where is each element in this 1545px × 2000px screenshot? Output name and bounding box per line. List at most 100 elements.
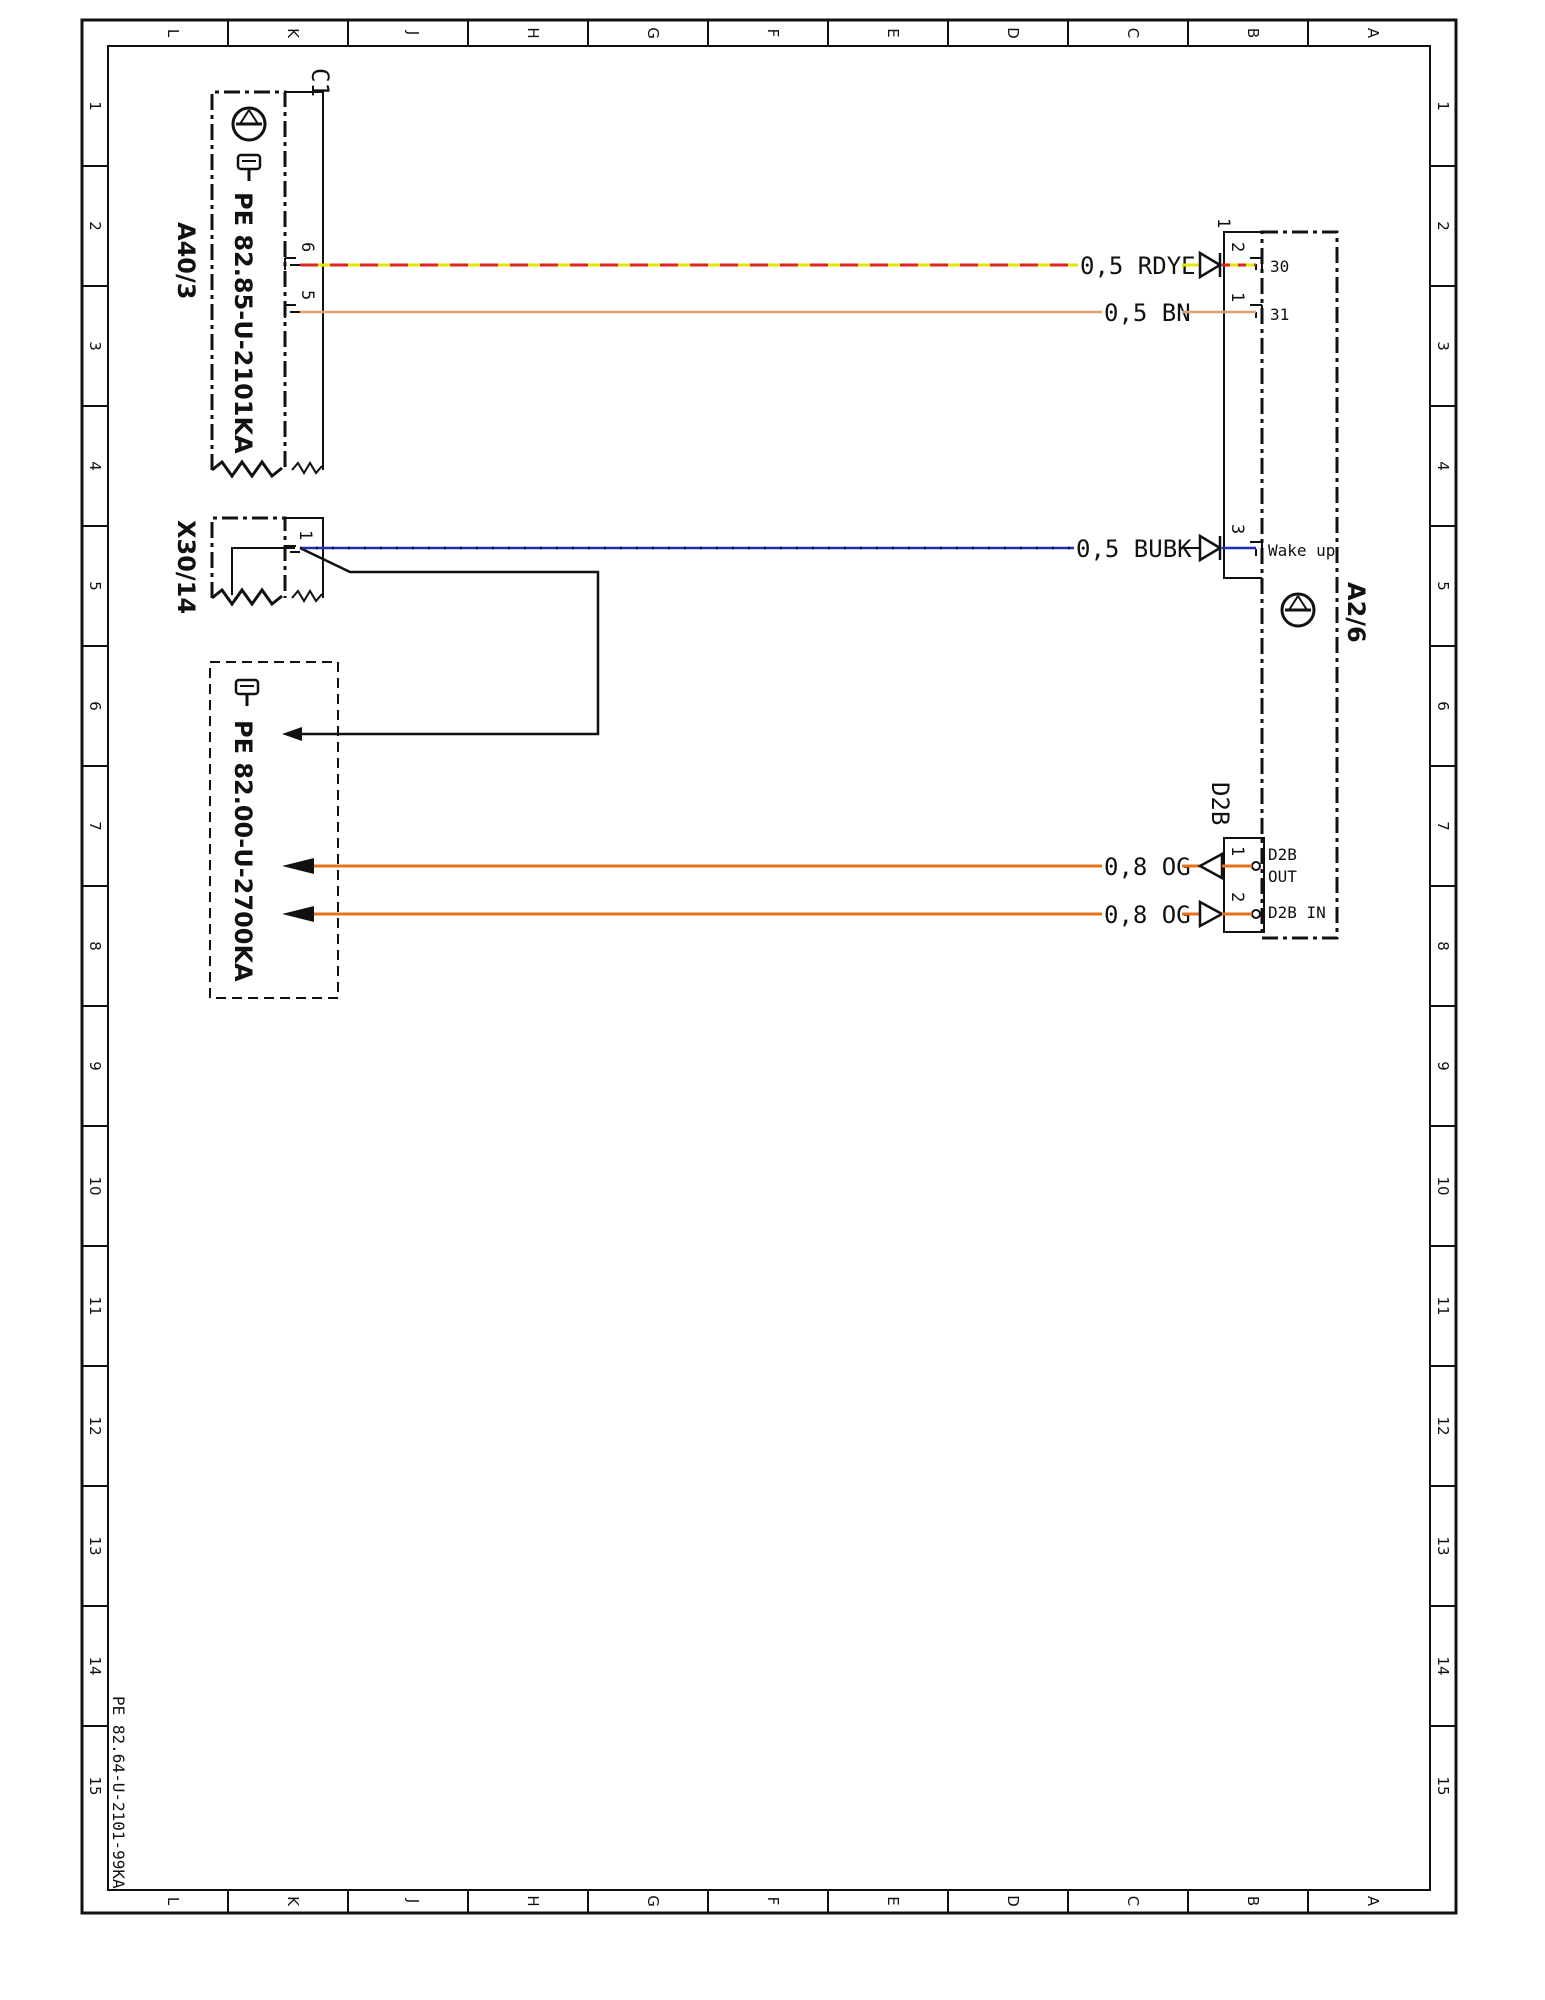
c1-connector-housing xyxy=(285,91,324,470)
wire-bubk-arrow xyxy=(1198,533,1223,563)
column-labels-bottom: L K J H G F E D C B A xyxy=(164,1895,1382,1907)
wire-bn: 0,5 BN xyxy=(300,299,1256,327)
x30-14-housing xyxy=(285,517,324,598)
row-label: 7 xyxy=(1434,821,1452,831)
wire-og-2-arrow xyxy=(1198,899,1225,929)
row-label: 3 xyxy=(1434,341,1452,351)
x30-14-pin-1: 1 xyxy=(295,530,315,540)
a2-6-pin-1: 1 xyxy=(1227,292,1247,302)
x30-14-id: X30/14 xyxy=(172,520,200,614)
row-label: 4 xyxy=(1434,461,1452,471)
transistor-icon xyxy=(1280,592,1316,628)
arrow-head xyxy=(282,858,314,874)
row-labels-left: 1 2 3 4 5 6 7 8 9 10 11 12 13 14 15 xyxy=(86,101,104,1795)
row-label: 8 xyxy=(86,941,104,951)
wire-bubk-label: 0,5 BUBK xyxy=(1076,535,1192,563)
a40-3-id: A40/3 xyxy=(172,222,200,299)
component-a2-6: 1 A2/6 2 30 1 31 3 Wake up D2B 1 D2B OUT… xyxy=(1206,218,1370,940)
x30-14-housing-break xyxy=(291,589,323,603)
row-label: 11 xyxy=(1434,1296,1452,1315)
col-label: C xyxy=(1124,28,1142,38)
row-label: 12 xyxy=(86,1416,104,1435)
wire-og-1: 0,8 OG xyxy=(282,851,1252,881)
row-label: 7 xyxy=(86,821,104,831)
row-labels-right: 1 2 3 4 5 6 7 8 9 10 11 12 13 14 15 xyxy=(1434,101,1452,1795)
col-label: H xyxy=(524,27,542,38)
column-labels-top: L K J H G F E D C B A xyxy=(164,27,1382,39)
d2b-pin-2: 2 xyxy=(1227,892,1247,902)
outer-frame xyxy=(80,18,1458,1915)
document-number: PE 82.64-U-2101-99KA xyxy=(109,1696,128,1889)
row-label: 12 xyxy=(1434,1416,1452,1435)
col-label: H xyxy=(524,1895,542,1906)
d2b-pin-1-socket xyxy=(1251,861,1261,871)
col-label: D xyxy=(1004,1895,1022,1907)
a2-6-id: A2/6 xyxy=(1342,582,1370,643)
col-label: F xyxy=(764,1897,782,1906)
arrow-head xyxy=(282,906,314,922)
col-label: K xyxy=(284,28,302,39)
transistor-icon xyxy=(231,106,267,142)
a2-6-pin-3-label: Wake up xyxy=(1268,541,1335,560)
inner-frame xyxy=(107,45,1431,1891)
col-label: B xyxy=(1244,28,1262,38)
col-label: L xyxy=(164,29,182,38)
row-label: 5 xyxy=(1434,581,1452,591)
row-label: 15 xyxy=(86,1776,104,1795)
row-label: 9 xyxy=(1434,1061,1452,1071)
col-label: J xyxy=(404,1898,422,1903)
x30-14-bridge xyxy=(231,547,295,595)
a40-3-pin-6: 6 xyxy=(297,242,317,252)
row-label: 14 xyxy=(1434,1656,1452,1675)
component-x30-14: 1 X30/14 xyxy=(172,516,324,614)
reference-box-ref: PE 82.00-U-2700KA xyxy=(229,720,257,982)
hand-pointer-icon xyxy=(236,153,262,181)
wire-og-2: 0,8 OG xyxy=(282,899,1252,929)
grid-ticks xyxy=(82,20,1456,1913)
row-label: 1 xyxy=(86,101,104,111)
col-label: G xyxy=(644,27,662,39)
row-label: 5 xyxy=(86,581,104,591)
col-label: L xyxy=(164,1897,182,1906)
pin-connector xyxy=(284,257,300,270)
wire-og-2-label: 0,8 OG xyxy=(1104,901,1191,929)
a40-3-break xyxy=(211,459,283,479)
row-label: 6 xyxy=(86,701,104,711)
a2-6-pin-2: 2 xyxy=(1227,242,1247,252)
col-label: A xyxy=(1364,1896,1382,1907)
wire-bn-label: 0,5 BN xyxy=(1104,299,1191,327)
a2-6-connector-housing xyxy=(1223,231,1262,579)
c1-break xyxy=(291,461,323,475)
d2b-pin-1-label-b: OUT xyxy=(1268,867,1297,886)
a2-6-pin-3: 3 xyxy=(1227,524,1247,534)
bridge-wire xyxy=(299,546,600,736)
a2-6-pin-2-label: 30 xyxy=(1270,257,1289,276)
pin-connector xyxy=(284,545,300,558)
c1-label: C1 xyxy=(306,68,334,97)
row-label: 4 xyxy=(86,461,104,471)
a2-6-boundary xyxy=(1260,230,1339,940)
reference-box-2700ka: PE 82.00-U-2700KA xyxy=(209,661,339,999)
component-a40-3: C1 PE 82.85-U-2101KA A40/3 6 5 xyxy=(172,68,334,479)
col-label: J xyxy=(404,30,422,35)
d2b-pin-2-label: D2B IN xyxy=(1268,903,1326,922)
pin-connector xyxy=(284,304,300,318)
row-label: 1 xyxy=(1434,101,1452,111)
col-label: E xyxy=(884,1896,902,1905)
row-label: 6 xyxy=(1434,701,1452,711)
d2b-pin-1-label-a: D2B xyxy=(1268,845,1297,864)
col-label: A xyxy=(1364,28,1382,39)
a40-3-pin-5: 5 xyxy=(297,290,317,300)
row-label: 14 xyxy=(86,1656,104,1675)
a40-3-ref: PE 82.85-U-2101KA xyxy=(229,192,257,454)
wire-og-1-label: 0,8 OG xyxy=(1104,853,1191,881)
row-label: 10 xyxy=(1434,1176,1452,1195)
reference-box-border xyxy=(209,661,339,999)
x30-14-boundary xyxy=(210,516,287,598)
a2-6-pin-1-label: 31 xyxy=(1270,305,1289,324)
row-label: 10 xyxy=(86,1176,104,1195)
arrow-head xyxy=(282,727,302,741)
a40-3-boundary xyxy=(210,90,287,470)
wire-rdye-label: 0,5 RDYE xyxy=(1080,252,1196,280)
